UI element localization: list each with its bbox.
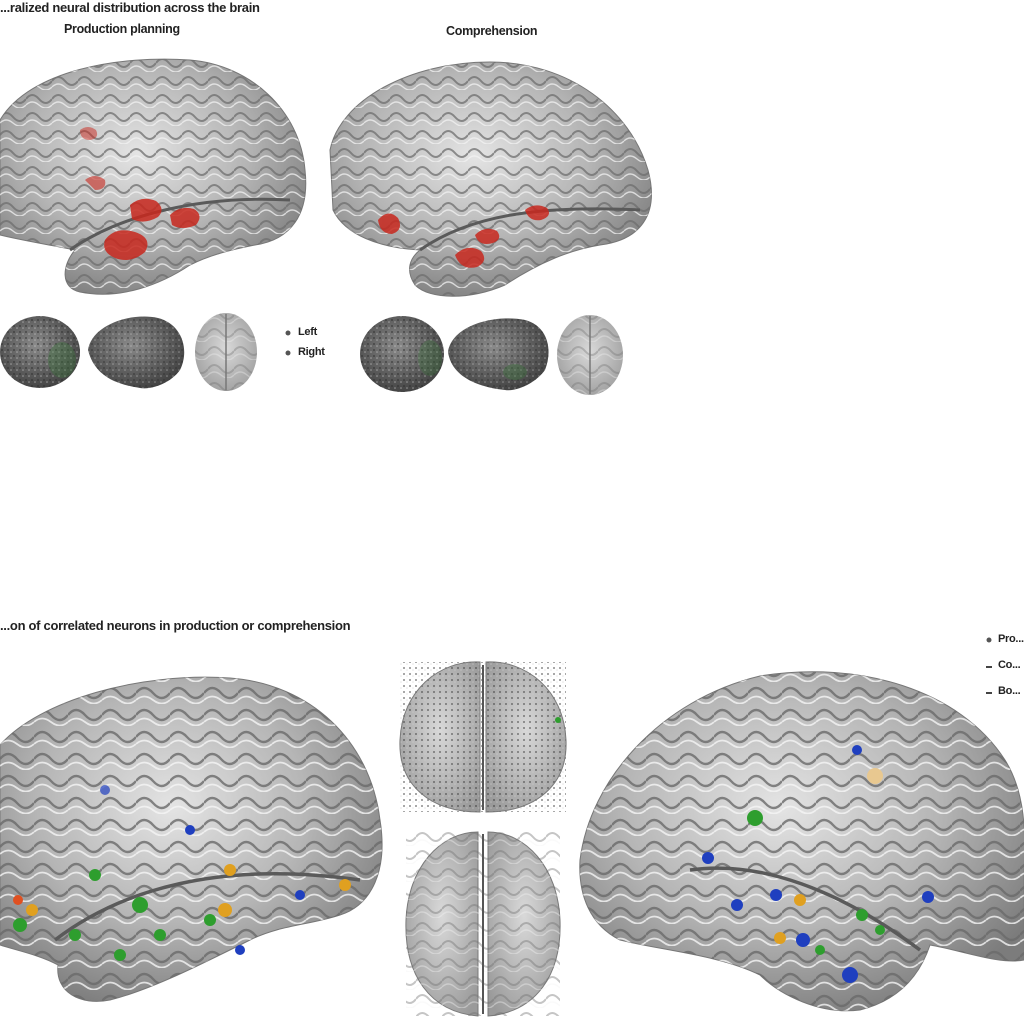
thumb-top-left [195,313,257,391]
panel-b-title: ...on of correlated neurons in productio… [0,618,351,633]
legend-right-marker [285,350,291,356]
legend-both-marker [986,692,992,694]
brain-lateral-right-hemisphere [579,671,1024,1012]
brain-lateral-left-hemisphere [0,676,383,1002]
panel-a-title: ...ralized neural distribution across th… [0,0,260,15]
legend-left-label: Left [298,326,317,338]
legend-production-marker [986,637,992,643]
brain-lateral-production [0,58,307,295]
legend-comprehension-marker [986,666,992,668]
legend-production-label: Pro... [998,633,1024,645]
legend-both-label: Bo... [998,685,1021,697]
activation-cluster-production [80,127,200,260]
activation-cluster-comprehension [378,205,549,268]
panel-a-left-label: Production planning [64,22,180,36]
thumb-posterior-right [360,316,444,392]
thumb-lateral-right [448,318,549,391]
legend-left-marker [285,330,291,336]
thumb-lateral-left [88,316,185,389]
thumb-top-right [557,315,623,395]
brain-lateral-comprehension [329,61,652,297]
thumb-posterior-left [0,316,80,388]
brain-top-view [405,831,561,1017]
neuron-markers-left [13,785,351,961]
legend-comprehension-label: Co... [998,659,1021,671]
legend-right-label: Right [298,346,325,358]
neuron-markers-right [702,745,934,983]
brain-posterior-view [399,661,567,813]
panel-a-right-label: Comprehension [446,24,538,38]
